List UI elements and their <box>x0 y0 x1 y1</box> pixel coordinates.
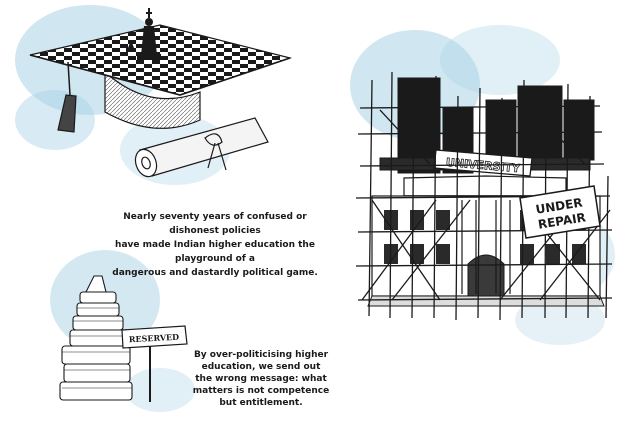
caption-policies: Nearly seventy years of confused or dish… <box>100 210 330 280</box>
caption-politicising: By over-politicising higher education, w… <box>186 349 336 409</box>
caption-line: but entitlement. <box>219 398 303 408</box>
caption-line: the wrong message: what <box>195 374 327 384</box>
book-stack-icon <box>59 275 133 401</box>
caption-line: By over-politicising higher <box>193 350 329 360</box>
diploma-scroll-icon <box>134 117 269 178</box>
caption-line: education, we send out <box>201 362 321 372</box>
caption-line: have made Indian higher education the pl… <box>115 240 315 264</box>
signpost-icon: RESERVED <box>121 325 188 402</box>
repair-sign-icon: UNDER REPAIR <box>519 185 601 239</box>
caption-line: Nearly seventy years of confused or dish… <box>123 212 307 236</box>
reserved-sign-text: RESERVED <box>129 332 180 345</box>
caption-line: dangerous and dastardly political game. <box>112 268 318 278</box>
caption-line: matters is not competence <box>192 386 330 396</box>
chess-king-icon <box>126 8 161 60</box>
